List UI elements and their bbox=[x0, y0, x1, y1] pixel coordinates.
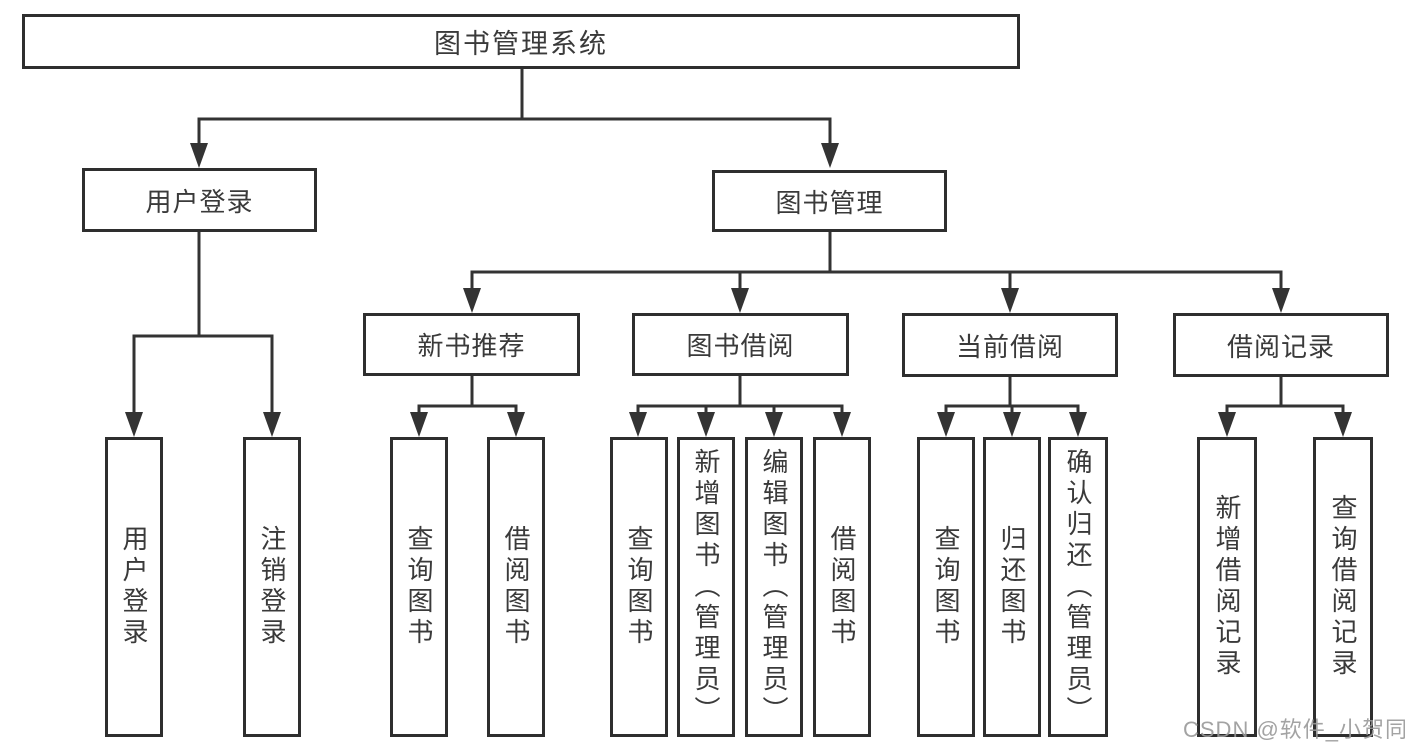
node-confirm-return-admin: 确认归还（管理员） bbox=[1048, 437, 1108, 737]
connector-current-borrowing bbox=[944, 376, 1080, 416]
node-borrow-books-borrowing: 借阅图书 bbox=[813, 437, 871, 737]
node-add-borrow-record: 新增借阅记录 bbox=[1197, 437, 1257, 737]
node-query-books-recommend: 查询图书 bbox=[390, 437, 448, 737]
connector-new-book bbox=[417, 376, 518, 416]
connector-book-borrowing bbox=[636, 376, 844, 416]
node-book-management: 图书管理 bbox=[712, 170, 947, 232]
node-user-login-branch: 用户登录 bbox=[82, 168, 317, 232]
node-query-books-borrowing: 查询图书 bbox=[610, 437, 668, 737]
node-add-book-admin: 新增图书（管理员） bbox=[677, 437, 735, 737]
node-query-borrow-record: 查询借阅记录 bbox=[1313, 437, 1373, 737]
node-user-login: 用户登录 bbox=[105, 437, 163, 737]
node-edit-book-admin: 编辑图书（管理员） bbox=[745, 437, 803, 737]
node-query-books-current: 查询图书 bbox=[917, 437, 975, 737]
arrowheads bbox=[125, 143, 1352, 437]
node-library-system: 图书管理系统 bbox=[22, 14, 1020, 69]
connector-root bbox=[197, 69, 832, 146]
watermark: CSDN @软件_小贺同学 bbox=[1183, 717, 1405, 742]
node-new-book-recommend: 新书推荐 bbox=[363, 313, 580, 376]
connector-user-login bbox=[132, 232, 274, 416]
node-logout: 注销登录 bbox=[243, 437, 301, 737]
node-borrow-books-recommend: 借阅图书 bbox=[487, 437, 545, 737]
node-borrowing-records: 借阅记录 bbox=[1173, 313, 1389, 377]
node-return-books: 归还图书 bbox=[983, 437, 1041, 737]
connector-borrowing-records bbox=[1225, 376, 1345, 416]
node-book-borrowing: 图书借阅 bbox=[632, 313, 849, 376]
connector-book-management bbox=[470, 232, 1283, 292]
node-current-borrowing: 当前借阅 bbox=[902, 313, 1118, 377]
